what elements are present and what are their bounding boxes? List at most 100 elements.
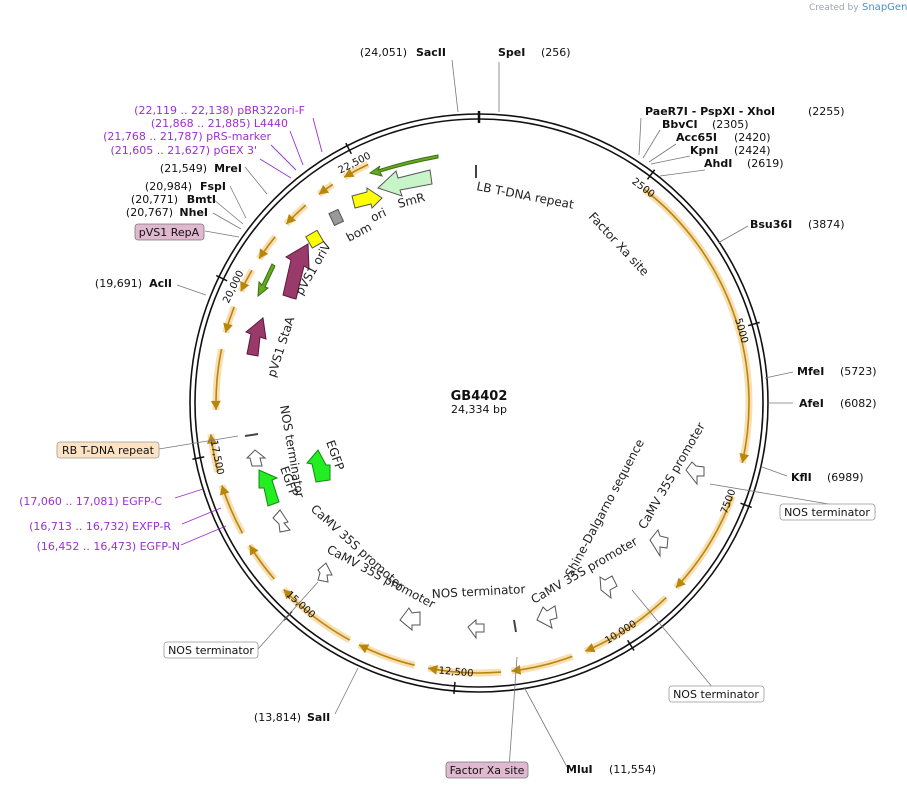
boxed-labels: pVS1 RepA RB T-DNA repeat NOS terminator… xyxy=(56,223,876,779)
box-rb-tdna[interactable]: RB T-DNA repeat xyxy=(56,441,160,459)
site-kfli[interactable]: KflI xyxy=(791,471,812,484)
site-mfei-pos: (5723) xyxy=(840,365,877,378)
box-pvs1-repa[interactable]: pVS1 RepA xyxy=(134,223,205,241)
tick-label-4: 12,500 xyxy=(438,666,474,680)
orf-arrowhead-10 xyxy=(210,400,221,410)
green-small-arrow-left[interactable] xyxy=(257,263,276,298)
plasmid-name: GB4402 xyxy=(451,389,508,404)
egfp-arrow-2[interactable] xyxy=(258,469,280,507)
pvs1-oriv-box[interactable] xyxy=(305,229,325,249)
orf-arcs xyxy=(206,161,753,677)
label-lb-tdna[interactable]: LB T-DNA repeat xyxy=(475,179,575,212)
orf-arc-3[interactable] xyxy=(511,653,574,675)
site-mrei-pos: (21,549) xyxy=(160,162,207,175)
camv-arrow-bottom-left[interactable] xyxy=(399,607,421,632)
nos-arrow-left[interactable] xyxy=(245,449,267,467)
primer-egfp-c[interactable]: (17,060 .. 17,081) EGFP-C xyxy=(19,495,162,508)
label-nos-inner-bottom[interactable]: NOS terminator xyxy=(431,582,525,601)
site-fspi[interactable]: FspI xyxy=(200,180,226,193)
green-small-arrow-top[interactable] xyxy=(368,154,439,177)
site-acc65i-pos: (2420) xyxy=(734,131,771,144)
label-ori[interactable]: ori xyxy=(368,205,388,224)
box-pvs1-repa-label: pVS1 RepA xyxy=(139,226,200,239)
site-sacii[interactable]: SacII xyxy=(416,46,446,59)
primer-l4440[interactable]: (21,868 .. 21,885) L4440 xyxy=(151,117,288,130)
primer-leader-lines xyxy=(174,117,323,546)
site-paer7i[interactable]: PaeR7I - PspXI - XhoI xyxy=(645,105,775,118)
site-acc65i[interactable]: Acc65I xyxy=(676,131,717,144)
site-nhei[interactable]: NheI xyxy=(179,206,208,219)
pvs1-staa-arrow[interactable] xyxy=(245,317,267,357)
camv-arrow-right[interactable] xyxy=(599,575,618,600)
site-ahdi[interactable]: AhdI xyxy=(704,157,732,170)
box-nos-bottom-right[interactable]: NOS terminator xyxy=(668,685,765,703)
smr-arrow[interactable] xyxy=(377,169,433,197)
site-mlui[interactable]: MluI xyxy=(566,763,593,776)
plasmid-size: 24,334 bp xyxy=(451,403,507,416)
tick-label-6: 17,500 xyxy=(208,439,226,475)
site-mfei[interactable]: MfeI xyxy=(797,365,824,378)
orf-arc-line-0 xyxy=(643,188,750,464)
site-spei[interactable]: SpeI xyxy=(498,46,525,59)
camv-arrow-lower-left[interactable] xyxy=(317,562,333,583)
orf-arrowhead-6 xyxy=(283,589,294,600)
tick-7 xyxy=(215,274,228,282)
site-kpni-pos: (2424) xyxy=(734,144,771,157)
nos-arrow-bottom[interactable] xyxy=(467,618,485,640)
leader-lines xyxy=(158,59,877,769)
site-sacii-pos: (24,051) xyxy=(360,46,407,59)
site-spei-pos: (256) xyxy=(541,46,571,59)
label-smr[interactable]: SmR xyxy=(396,190,426,211)
tick-0 xyxy=(646,169,656,180)
camv-arrow-left[interactable] xyxy=(272,509,291,533)
site-bbvci[interactable]: BbvCI xyxy=(662,118,698,131)
hollow-arrows xyxy=(245,449,705,640)
site-acli-pos: (19,691) xyxy=(95,277,142,290)
orf-arrowhead-1 xyxy=(675,577,686,588)
box-factor-xa-bottom[interactable]: Factor Xa site xyxy=(445,761,529,779)
tick-1 xyxy=(747,321,760,327)
site-acli[interactable]: AclI xyxy=(149,277,172,290)
nos-arrow-right[interactable] xyxy=(685,461,705,486)
site-nhei-pos: (20,767) xyxy=(126,206,173,219)
label-pvs1-staa[interactable]: pVS1 StaA xyxy=(265,314,298,379)
primer-labels: (22,119 .. 22,138) pBR322ori-F (21,868 .… xyxy=(19,104,305,553)
site-bbvci-pos: (2305) xyxy=(712,118,749,131)
tick-6 xyxy=(192,456,205,460)
box-nos-bottom-left[interactable]: NOS terminator xyxy=(163,641,259,659)
pvs1-repa-arrow[interactable] xyxy=(282,243,310,300)
site-fspi-pos: (20,984) xyxy=(145,180,192,193)
label-bom[interactable]: bom xyxy=(344,220,374,245)
primer-pbr322ori-f[interactable]: (22,119 .. 22,138) pBR322ori-F xyxy=(134,104,305,117)
tick-label-3: 10,000 xyxy=(603,619,639,647)
site-sali[interactable]: SalI xyxy=(307,711,330,724)
credit-brand[interactable]: SnapGene xyxy=(862,2,907,13)
site-kpni[interactable]: KpnI xyxy=(690,144,718,157)
site-ahdi-pos: (2619) xyxy=(747,157,784,170)
site-mrei[interactable]: MreI xyxy=(214,162,242,175)
bom-box[interactable] xyxy=(328,208,345,227)
orf-arrowhead-7 xyxy=(249,545,259,556)
primer-egfp-n[interactable]: (16,452 .. 16,473) EGFP-N xyxy=(37,540,180,553)
box-nos-right-label: NOS terminator xyxy=(784,506,870,519)
site-bsu36i[interactable]: Bsu36I xyxy=(750,218,792,231)
orf-arc-line-1 xyxy=(675,496,734,589)
box-nos-bottom-left-label: NOS terminator xyxy=(168,644,254,657)
primer-exfp-r[interactable]: (16,713 .. 16,732) EXFP-R xyxy=(29,520,171,533)
label-camv-2[interactable]: CaMV 35S promoter xyxy=(325,542,438,611)
orf-arrowhead-9 xyxy=(206,434,217,444)
camv-arrow-bottom-right[interactable] xyxy=(536,605,558,629)
label-factor-xa-top[interactable]: Factor Xa site xyxy=(586,209,652,278)
credit-prefix: Created by xyxy=(809,3,859,13)
orf-arrowhead-13 xyxy=(259,248,269,259)
primer-prs-marker[interactable]: (21,768 .. 21,787) pRS-marker xyxy=(103,130,271,143)
site-afei[interactable]: AfeI xyxy=(799,397,824,410)
primer-pgex3[interactable]: (21,605 .. 21,627) pGEX 3' xyxy=(110,144,257,157)
site-bsu36i-pos: (3874) xyxy=(808,218,845,231)
orf-arrowhead-8 xyxy=(219,485,230,496)
box-nos-right[interactable]: NOS terminator xyxy=(779,503,876,521)
ori-arrow[interactable] xyxy=(351,187,383,209)
shine-dalgarno-arrow[interactable] xyxy=(649,528,669,558)
site-bmti[interactable]: BmtI xyxy=(187,193,216,206)
egfp-arrow-1[interactable] xyxy=(306,449,331,483)
